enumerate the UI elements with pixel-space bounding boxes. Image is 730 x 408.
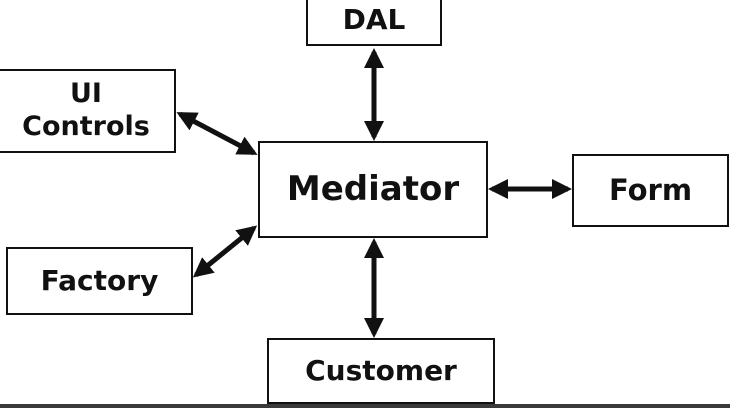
node-form-label: Form [608, 172, 693, 207]
node-ui-controls-text: UI Controls [22, 78, 150, 144]
node-customer: Customer [267, 338, 495, 404]
node-dal: DAL [306, 0, 442, 46]
node-customer-label: Customer [305, 353, 457, 387]
arrow-ui-controls-mediator [176, 111, 258, 156]
node-factory-label: Factory [40, 263, 159, 297]
node-mediator: Mediator [258, 141, 488, 238]
node-ui-controls: UI Controls [0, 69, 176, 153]
arrow-factory-mediator [192, 225, 258, 278]
node-ui-controls-label-line1: UI [70, 78, 102, 110]
bottom-divider [0, 404, 730, 408]
node-factory: Factory [6, 247, 193, 315]
node-dal-label: DAL [342, 2, 406, 36]
node-ui-controls-label-line2: Controls [22, 111, 150, 142]
node-mediator-label: Mediator [286, 168, 460, 209]
node-form: Form [572, 154, 729, 227]
